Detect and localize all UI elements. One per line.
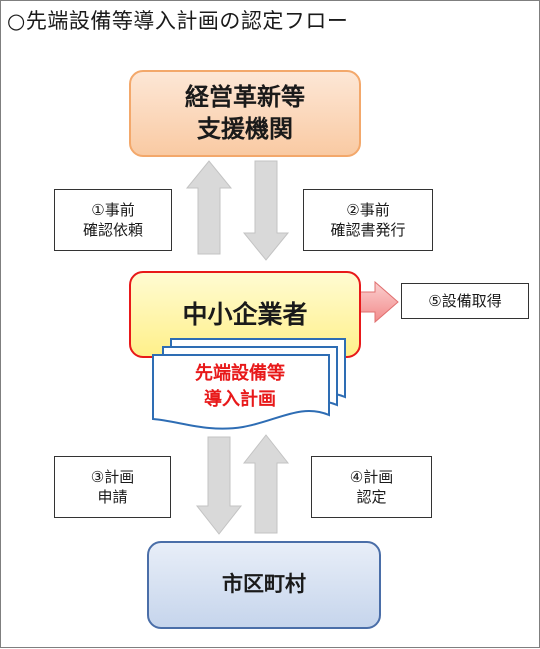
arrow-up-to-support-org <box>185 160 233 255</box>
arrow-up-to-sme <box>242 434 290 534</box>
arrow-down-to-sme <box>242 160 290 261</box>
page-title: ○先端設備等導入計画の認定フロー <box>7 9 349 33</box>
step-1-label-box: ①事前 確認依頼 <box>54 189 172 251</box>
step-2-label-line2: 確認書発行 <box>330 221 406 239</box>
step-4-label-line1: ④計画 <box>349 467 394 486</box>
step-2-label-line1: ②事前 <box>346 200 390 219</box>
step-3-label-line2: 申請 <box>97 488 128 506</box>
municipality-box: 市区町村 <box>147 541 381 629</box>
support-organization-label-line2: 支援機関 <box>197 114 293 143</box>
step-5-label-box: ⑤設備取得 <box>401 283 529 319</box>
document-sheet-front <box>152 354 330 430</box>
support-organization-box: 経営革新等 支援機関 <box>129 70 361 157</box>
step-1-label-line2: 確認依頼 <box>82 221 143 239</box>
step-1-label-line1: ①事前 <box>91 200 135 219</box>
step-3-label-box: ③計画 申請 <box>54 456 171 518</box>
municipality-label: 市区町村 <box>222 572 306 597</box>
plan-document-title: 先端設備等 導入計画 <box>151 361 329 413</box>
sme-label: 中小企業者 <box>182 300 308 329</box>
plan-document-title-line1: 先端設備等 <box>195 363 285 384</box>
step-5-label: ⑤設備取得 <box>428 291 502 310</box>
plan-document-title-line2: 導入計画 <box>204 389 276 411</box>
step-4-label-box: ④計画 認定 <box>311 456 432 518</box>
support-organization-label-line1: 経営革新等 <box>185 83 305 112</box>
arrow-down-to-municipality <box>195 436 243 535</box>
step-3-label-line1: ③計画 <box>90 467 135 486</box>
step-2-label-box: ②事前 確認書発行 <box>303 189 433 251</box>
step-4-label-line2: 認定 <box>356 488 387 506</box>
